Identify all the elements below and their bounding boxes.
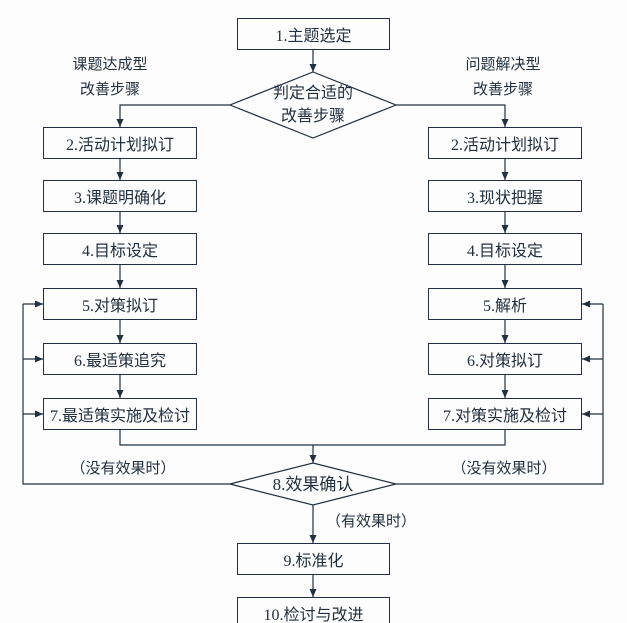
node-right-step6-label: 6.对策拟订 bbox=[466, 353, 543, 370]
node-right-step3: 3.现状把握 bbox=[428, 180, 582, 212]
node-left-step5: 5.对策拟订 bbox=[43, 288, 197, 320]
node-left-step4-label: 4.目标设定 bbox=[81, 243, 158, 260]
header-task-achieving: 课题达成型 改善步骤 bbox=[35, 53, 185, 103]
node-right-step7: 7.对策实施及检讨 bbox=[428, 398, 582, 430]
node-right-step7-label: 7.对策实施及检讨 bbox=[442, 408, 567, 425]
merge-wire bbox=[119, 430, 506, 446]
node-step9: 9.标准化 bbox=[237, 543, 390, 575]
feedback-right-trunk bbox=[396, 304, 604, 485]
node-left-step7: 7.最适策实施及检讨 bbox=[43, 398, 197, 430]
decision-select-line1: 判定合适的 bbox=[272, 85, 353, 102]
node-step10: 10.检讨与改进 bbox=[237, 597, 390, 623]
feedback-left-trunk bbox=[22, 304, 230, 485]
label-no-effect-left: （没有效果时） bbox=[70, 461, 176, 477]
node-right-step4: 4.目标设定 bbox=[428, 233, 582, 265]
decision-effect-label: 8.效果确认 bbox=[272, 474, 354, 494]
node-right-step5: 5.解析 bbox=[428, 288, 582, 320]
decision-select-text: 判定合适的 改善步骤 bbox=[253, 81, 373, 129]
node-right-step6: 6.对策拟订 bbox=[428, 343, 582, 375]
node-right-step2-label: 2.活动计划拟订 bbox=[450, 137, 559, 154]
node-step1-label: 1.主题选定 bbox=[275, 28, 352, 45]
decision-diamond-select bbox=[228, 71, 398, 139]
node-right-step5-label: 5.解析 bbox=[482, 298, 527, 315]
node-left-step5-label: 5.对策拟订 bbox=[81, 298, 158, 315]
node-left-step7-label: 7.最适策实施及检讨 bbox=[49, 408, 190, 425]
decision-diamond-effect bbox=[229, 462, 397, 506]
node-right-step4-label: 4.目标设定 bbox=[466, 243, 543, 260]
header-problem-solving-line2: 改善步骤 bbox=[472, 82, 533, 98]
header-problem-solving: 问题解决型 改善步骤 bbox=[428, 53, 578, 103]
decision-select-line2: 改善步骤 bbox=[280, 108, 345, 125]
node-left-step3: 3.课题明确化 bbox=[43, 180, 197, 212]
node-left-step6-label: 6.最适策追究 bbox=[73, 353, 166, 370]
header-task-achieving-line1: 课题达成型 bbox=[72, 57, 148, 73]
node-step10-label: 10.检讨与改进 bbox=[263, 607, 364, 623]
decision-effect-text: 8.效果确认 bbox=[243, 473, 383, 495]
node-left-step4: 4.目标设定 bbox=[43, 233, 197, 265]
header-task-achieving-line2: 改善步骤 bbox=[79, 82, 140, 98]
label-no-effect-right: （没有效果时） bbox=[451, 461, 557, 477]
wire-decision-to-right bbox=[396, 104, 509, 127]
node-step1: 1.主题选定 bbox=[237, 18, 390, 50]
node-left-step6: 6.最适策追究 bbox=[43, 343, 197, 375]
node-left-step3-label: 3.课题明确化 bbox=[73, 190, 166, 207]
label-has-effect: （有效果时） bbox=[326, 514, 417, 530]
node-step9-label: 9.标准化 bbox=[283, 553, 344, 570]
node-left-step2-label: 2.活动计划拟订 bbox=[65, 137, 174, 154]
node-right-step3-label: 3.现状把握 bbox=[466, 190, 543, 207]
wire-decision-to-left bbox=[116, 104, 230, 127]
node-left-step2: 2.活动计划拟订 bbox=[43, 127, 197, 159]
node-right-step2: 2.活动计划拟订 bbox=[428, 127, 582, 159]
header-problem-solving-line1: 问题解决型 bbox=[465, 57, 541, 73]
